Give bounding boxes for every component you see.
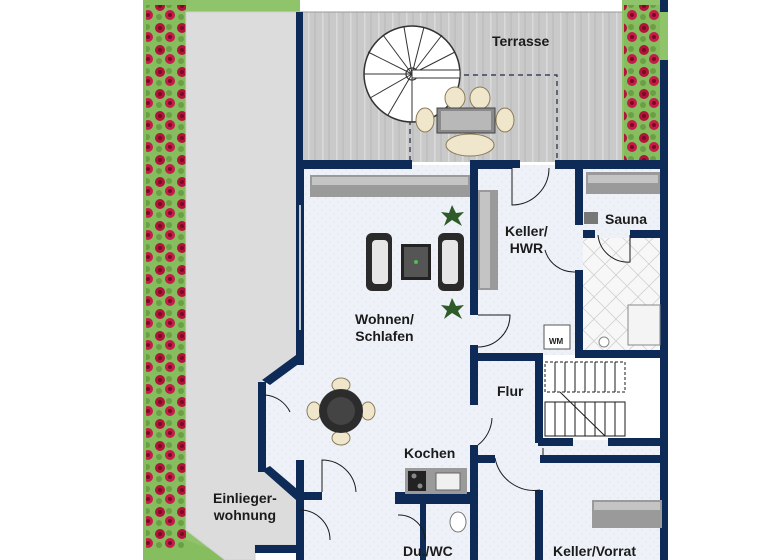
garden-left [143, 0, 301, 560]
dining-table [306, 377, 376, 446]
room-label-keller-vorrat: Keller/Vorrat [553, 543, 636, 559]
room-label-terrasse: Terrasse [492, 33, 550, 49]
sofa-set [366, 233, 464, 291]
built-ins [310, 172, 662, 528]
room-label-wohnen-schlafen: Wohnen/ Schlafen [355, 311, 414, 344]
staircase [544, 361, 626, 437]
spiral-stair [363, 25, 461, 123]
room-label-sauna: Sauna [605, 211, 648, 227]
room-label-flur: Flur [497, 383, 524, 399]
terrace [300, 11, 622, 165]
terrace-table [415, 86, 515, 157]
room-label-kochen: Kochen [404, 445, 456, 461]
wc-sink [449, 511, 467, 533]
garden-right [622, 0, 668, 165]
washing-machine-label: WM [549, 337, 564, 346]
walls [255, 0, 668, 560]
doors [264, 167, 631, 541]
plants [441, 205, 464, 319]
room-label-keller-hwr: Keller/ HWR [505, 223, 548, 256]
kitchenette [405, 468, 467, 494]
shower [598, 304, 661, 348]
washing-machine [543, 324, 571, 350]
room-label-einliegerwohnung: Einlieger- wohnung [213, 490, 277, 523]
room-label-du-wc: Du./WC [403, 543, 453, 559]
